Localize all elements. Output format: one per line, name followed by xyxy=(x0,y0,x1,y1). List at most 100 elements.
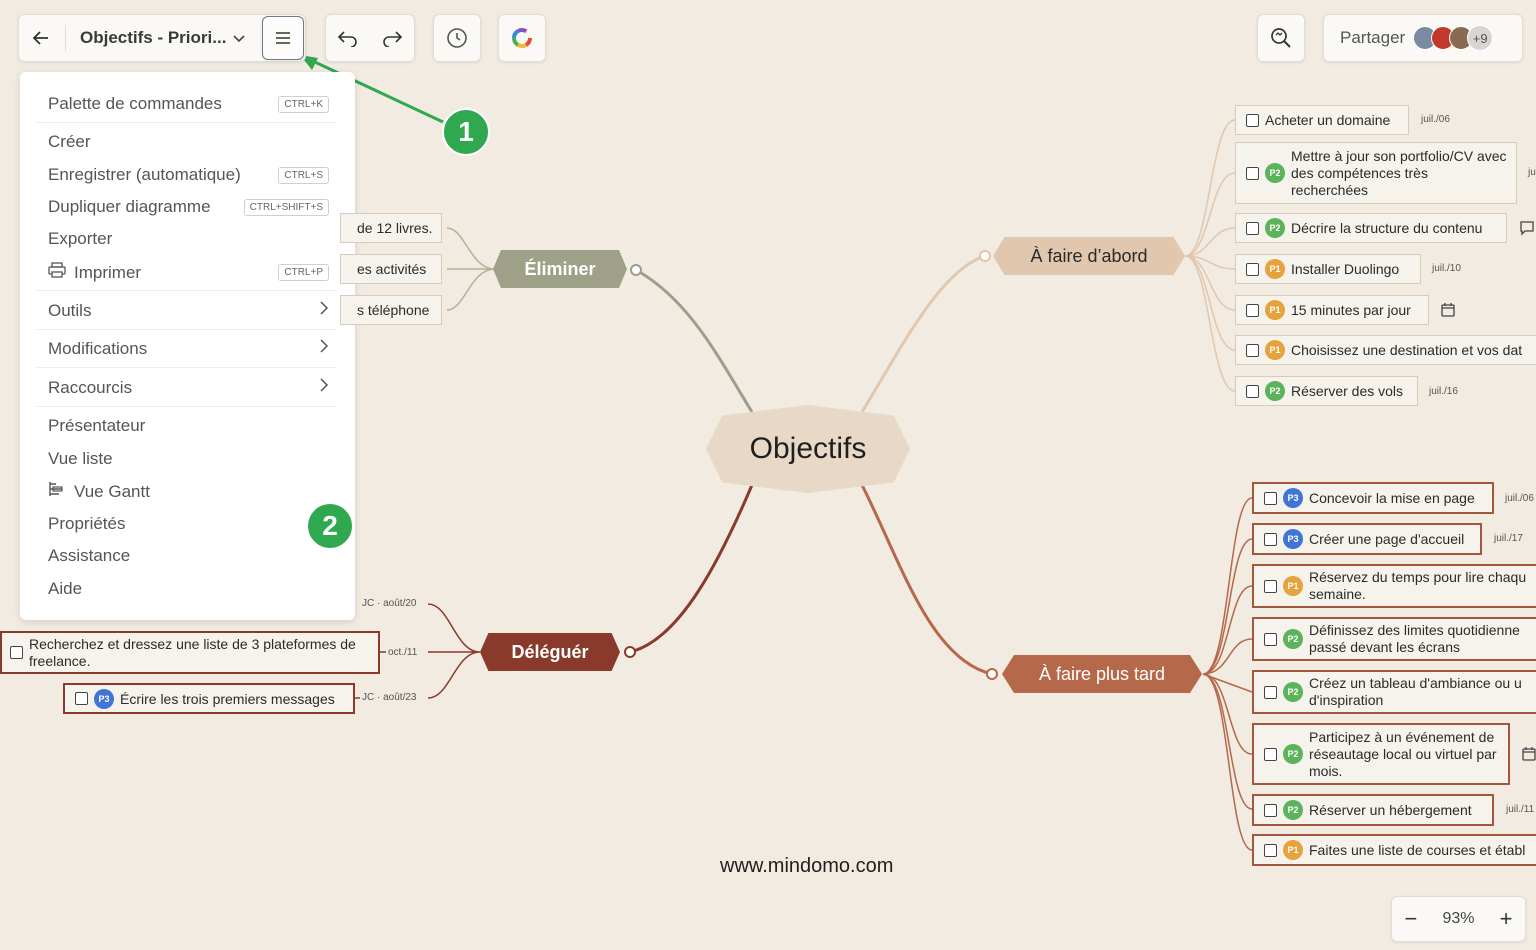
checkbox[interactable] xyxy=(1246,166,1259,180)
hamburger-menu-icon xyxy=(274,30,292,46)
menu-item-list-view[interactable]: Vue liste xyxy=(48,449,329,469)
checkbox[interactable] xyxy=(1264,803,1277,817)
task-text: Créer une page d'accueil xyxy=(1309,531,1465,547)
menu-item-label: Dupliquer diagramme xyxy=(48,197,211,216)
checkbox[interactable] xyxy=(1264,532,1277,546)
menu-item-label: Vue Gantt xyxy=(74,481,150,501)
task-text: Mettre à jour son portfolio/CV avec des … xyxy=(1291,147,1507,198)
task-deleguer-2[interactable]: P3 Écrire les trois premiers messages xyxy=(63,683,355,714)
task-later-7[interactable]: P2 Réserver un hébergement xyxy=(1252,794,1494,826)
checkbox[interactable] xyxy=(10,646,23,659)
task-eliminer-1[interactable]: de 12 livres. xyxy=(340,213,442,243)
task-later-2[interactable]: P3 Créer une page d'accueil xyxy=(1252,523,1482,555)
menu-item-save[interactable]: Enregistrer (automatique) CTRL+S xyxy=(48,165,329,185)
topic-label: Éliminer xyxy=(524,258,596,279)
printer-icon xyxy=(48,262,66,283)
menu-item-print[interactable]: Imprimer CTRL+P xyxy=(48,262,329,283)
task-date: juil./06 xyxy=(1421,114,1450,125)
checkbox[interactable] xyxy=(1246,343,1259,357)
checkbox[interactable] xyxy=(1264,685,1277,699)
task-abord-3[interactable]: P2 Décrire la structure du contenu xyxy=(1235,213,1507,243)
task-abord-6[interactable]: P1 Choisissez une destination et vos dat xyxy=(1235,335,1536,365)
task-later-4[interactable]: P2 Définissez des limites quotidienne pa… xyxy=(1252,617,1536,661)
topic-eliminer[interactable]: Éliminer xyxy=(493,250,627,288)
menu-item-label: Imprimer xyxy=(74,262,142,282)
task-later-1[interactable]: P3 Concevoir la mise en page xyxy=(1252,482,1494,514)
task-text: s téléphone xyxy=(357,302,430,318)
menu-item-properties[interactable]: Propriétés xyxy=(48,514,329,534)
checkbox[interactable] xyxy=(1246,384,1259,398)
task-later-5[interactable]: P2 Créez un tableau d'ambiance ou u d'in… xyxy=(1252,670,1536,714)
menu-item-label: Outils xyxy=(48,300,92,320)
menu-item-presenter[interactable]: Présentateur xyxy=(48,416,329,436)
zoom-out-button[interactable]: − xyxy=(1404,906,1418,931)
menu-item-label: Créer xyxy=(48,132,91,151)
task-later-8[interactable]: P1 Faites une liste de courses et établ xyxy=(1252,834,1536,866)
history-button[interactable] xyxy=(433,14,481,62)
task-later-6[interactable]: P2 Participez à un événement de réseauta… xyxy=(1252,723,1510,785)
menu-item-create[interactable]: Créer xyxy=(48,132,329,152)
topic-abord[interactable]: À faire d’abord xyxy=(993,237,1185,275)
task-text: Réserver des vols xyxy=(1291,383,1404,399)
menu-item-export[interactable]: Exporter xyxy=(48,229,329,249)
theme-button[interactable] xyxy=(498,14,546,62)
topic-deleguer[interactable]: Déléguér xyxy=(480,633,620,671)
menu-item-gantt-view[interactable]: Vue Gantt xyxy=(48,481,329,502)
menu-item-command-palette[interactable]: Palette de commandes CTRL+K xyxy=(48,94,329,114)
task-text: 15 minutes par jour xyxy=(1291,302,1411,318)
map-title[interactable]: Objectifs - Priori... xyxy=(80,28,227,47)
task-date: juil./11 xyxy=(1506,804,1535,815)
task-eliminer-3[interactable]: s téléphone xyxy=(340,295,442,325)
task-deleguer-1[interactable]: Recherchez et dressez une liste de 3 pla… xyxy=(0,631,380,674)
history-clock-icon xyxy=(446,27,468,49)
checkbox[interactable] xyxy=(1246,221,1259,235)
menu-item-assistance[interactable]: Assistance xyxy=(48,546,329,566)
task-abord-7[interactable]: P2 Réserver des vols xyxy=(1235,376,1418,406)
priority-badge: P2 xyxy=(1265,218,1285,238)
menu-item-help[interactable]: Aide xyxy=(48,579,329,599)
hamburger-menu-button[interactable] xyxy=(262,16,304,60)
zoom-control: − 93% + xyxy=(1391,896,1526,942)
task-abord-4[interactable]: P1 Installer Duolingo xyxy=(1235,254,1421,284)
watermark: www.mindomo.com xyxy=(720,855,894,877)
menu-item-label: Enregistrer (automatique) xyxy=(48,165,241,184)
annotation-badge-1: 1 xyxy=(442,108,490,156)
zoom-fit-button[interactable] xyxy=(1257,14,1305,62)
checkbox[interactable] xyxy=(1246,303,1259,317)
extra-users-count: +9 xyxy=(1467,25,1494,51)
task-abord-5[interactable]: P1 15 minutes par jour xyxy=(1235,295,1429,325)
topic-label: À faire d’abord xyxy=(1030,245,1148,266)
checkbox[interactable] xyxy=(1264,747,1277,761)
menu-item-label: Aide xyxy=(48,579,83,598)
comment-icon[interactable] xyxy=(1519,220,1535,241)
menu-item-modifications[interactable]: Modifications xyxy=(48,338,329,359)
checkbox[interactable] xyxy=(1246,262,1259,276)
task-abord-1[interactable]: Acheter un domaine xyxy=(1235,105,1409,135)
checkbox[interactable] xyxy=(1246,113,1259,127)
checkbox[interactable] xyxy=(1264,632,1277,646)
checkbox[interactable] xyxy=(1264,579,1277,593)
main-menu: Palette de commandes CTRL+K Créer Enregi… xyxy=(20,72,355,620)
menu-item-label: Vue liste xyxy=(48,449,113,468)
checkbox[interactable] xyxy=(75,692,88,705)
zoom-in-button[interactable]: + xyxy=(1499,906,1513,931)
redo-icon[interactable] xyxy=(381,29,403,47)
menu-item-duplicate[interactable]: Dupliquer diagramme CTRL+SHIFT+S xyxy=(48,197,329,217)
chevron-down-icon[interactable] xyxy=(232,31,246,45)
topic-plus-tard[interactable]: À faire plus tard xyxy=(1002,655,1202,693)
menu-item-shortcuts[interactable]: Raccourcis xyxy=(48,377,329,398)
checkbox[interactable] xyxy=(1264,491,1277,505)
task-eliminer-2[interactable]: es activités xyxy=(340,254,442,284)
share-button[interactable]: Partager +9 xyxy=(1323,14,1523,62)
undo-icon[interactable] xyxy=(337,29,359,47)
task-later-3[interactable]: P1 Réservez du temps pour lire chaqu sem… xyxy=(1252,564,1536,608)
task-abord-2[interactable]: P2 Mettre à jour son portfolio/CV avec d… xyxy=(1235,142,1517,204)
menu-item-tools[interactable]: Outils xyxy=(48,300,329,321)
annotation-badge-2: 2 xyxy=(306,502,354,550)
recurring-calendar-icon[interactable] xyxy=(1440,302,1456,323)
task-text: Définissez des limites quotidienne passé… xyxy=(1309,622,1520,655)
central-topic[interactable]: Objectifs xyxy=(706,405,910,493)
checkbox[interactable] xyxy=(1264,843,1277,857)
recurring-calendar-icon[interactable] xyxy=(1521,746,1536,767)
back-arrow-icon[interactable] xyxy=(31,28,51,48)
